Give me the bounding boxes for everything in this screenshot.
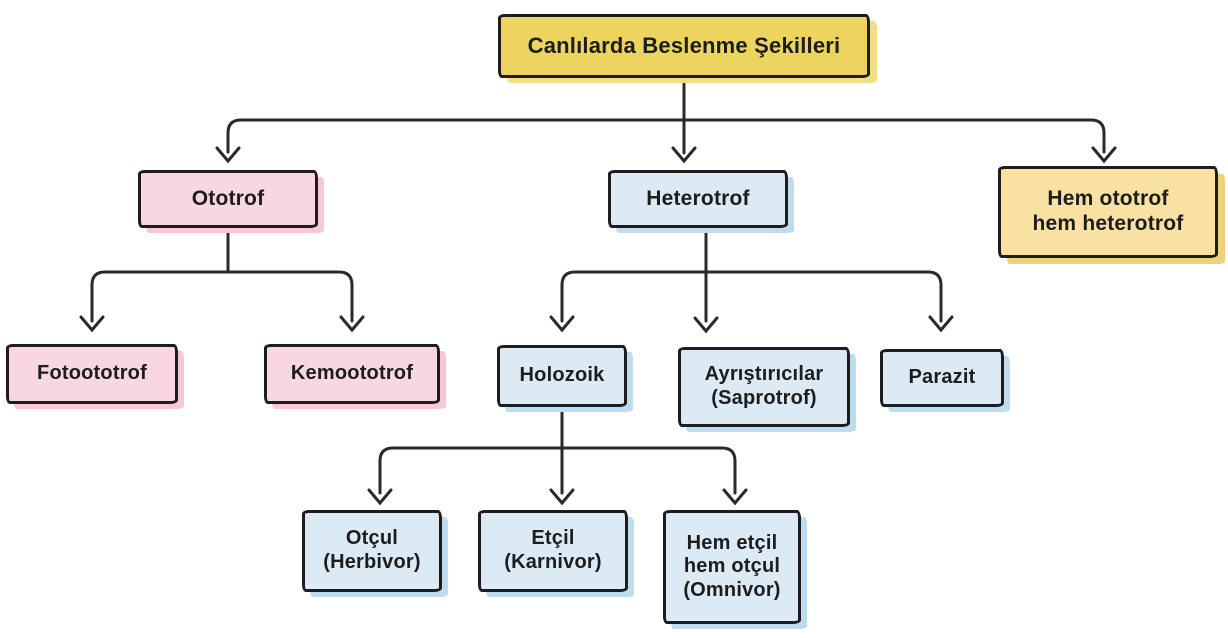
arrowhead-icon xyxy=(671,146,697,164)
node-root-label: Canlılarda Beslenme Şekilleri xyxy=(527,33,841,59)
node-parazit: Parazit xyxy=(880,349,1004,407)
node-omnivor-label: Hem etçil hem otçul (Omnivor) xyxy=(683,531,781,601)
arrowhead-icon xyxy=(1091,146,1117,164)
node-holozoik: Holozoik xyxy=(497,345,627,407)
node-parazit-label: Parazit xyxy=(908,366,976,389)
node-otcul: Otçul (Herbivor) xyxy=(302,510,442,592)
node-ayristiricilar: Ayrıştırıcılar (Saprotrof) xyxy=(678,347,850,427)
connector-root-bar xyxy=(226,118,1106,154)
node-ototrof-label: Ototrof xyxy=(191,186,265,210)
node-otcul-label: Otçul (Herbivor) xyxy=(323,527,421,573)
node-ayristiricilar-label: Ayrıştırıcılar (Saprotrof) xyxy=(704,363,824,409)
arrowhead-icon xyxy=(722,488,748,506)
arrowhead-icon xyxy=(928,315,954,333)
node-holozoik-label: Holozoik xyxy=(519,364,605,387)
node-omnivor: Hem etçil hem otçul (Omnivor) xyxy=(663,510,801,624)
node-etcil: Etçil (Karnivor) xyxy=(478,510,628,592)
arrowhead-icon xyxy=(549,488,575,506)
arrowhead-icon xyxy=(367,488,393,506)
node-fotoototrof: Fotoototrof xyxy=(6,344,178,404)
node-kemoototrof-label: Kemoototrof xyxy=(290,362,414,385)
arrowhead-icon xyxy=(549,315,575,333)
connector-holozoik-bar xyxy=(378,446,737,495)
node-mixotrof: Hem ototrof hem heterotrof xyxy=(998,166,1218,258)
node-root: Canlılarda Beslenme Şekilleri xyxy=(498,14,870,78)
node-fotoototrof-label: Fotoototrof xyxy=(37,362,147,385)
node-heterotrof: Heterotrof xyxy=(608,170,788,228)
node-heterotrof-label: Heterotrof xyxy=(646,186,750,210)
arrowhead-icon xyxy=(79,315,105,333)
node-mixotrof-label: Hem ototrof hem heterotrof xyxy=(1032,187,1184,235)
arrowhead-icon xyxy=(215,146,241,164)
node-etcil-label: Etçil (Karnivor) xyxy=(504,527,602,573)
arrowhead-icon xyxy=(693,316,719,334)
connector-ototrof-bar xyxy=(90,270,354,323)
node-ototrof: Ototrof xyxy=(138,170,318,228)
arrowhead-icon xyxy=(339,315,365,333)
node-kemoototrof: Kemoototrof xyxy=(264,344,440,404)
connector-heterotrof-bar xyxy=(560,270,943,323)
